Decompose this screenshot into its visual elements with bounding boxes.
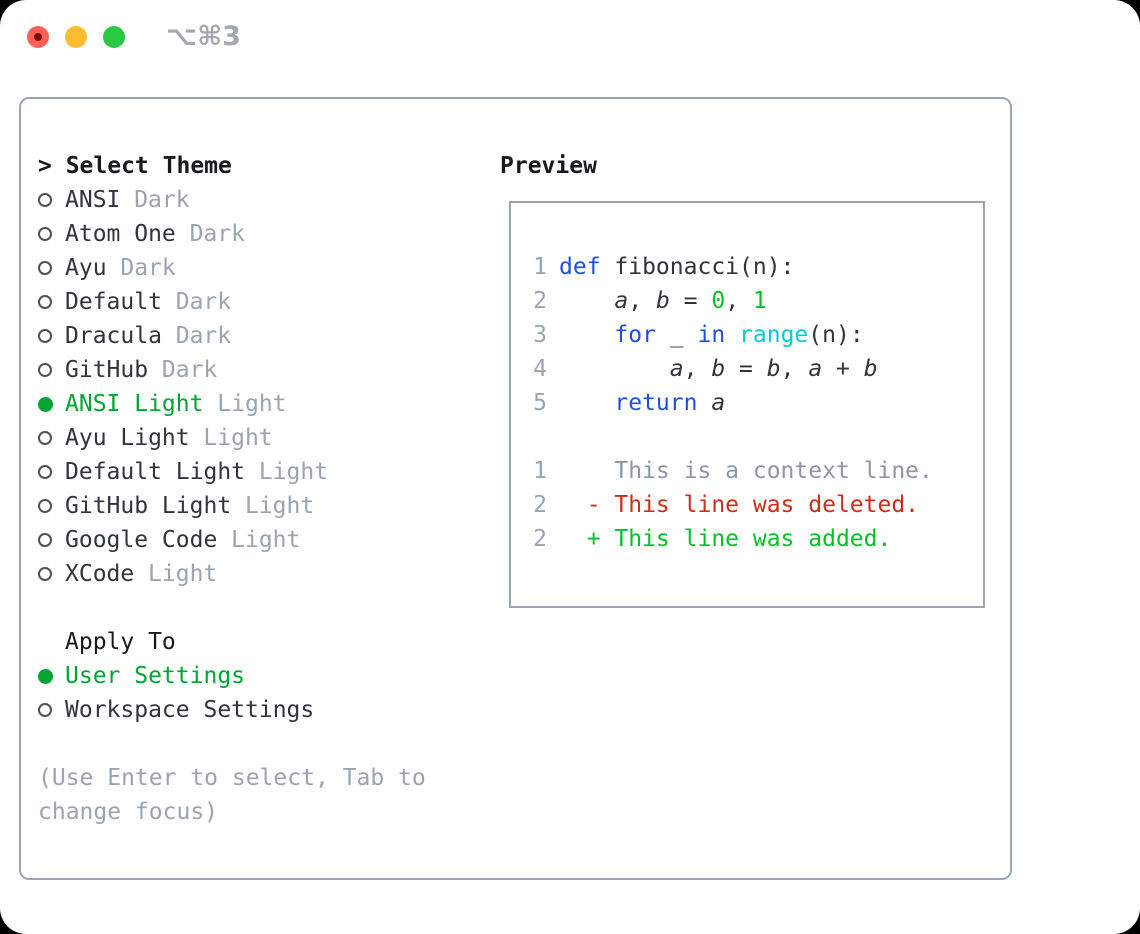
code-text: a, b = 0, 1 <box>614 288 767 314</box>
theme-option-tag: Light <box>231 527 301 553</box>
line-number: 4 <box>533 356 547 382</box>
code-text: for _ in range(n): <box>614 322 864 348</box>
theme-option-tag: Light <box>217 391 287 417</box>
theme-option-label: Dracula <box>65 323 162 349</box>
spacer <box>531 420 983 454</box>
keyboard-hint: (Use Enter to select, Tab to change focu… <box>38 765 426 825</box>
radio-icon <box>38 703 52 717</box>
zoom-button[interactable] <box>103 26 125 48</box>
theme-option-github-light[interactable]: GitHub Light Light <box>38 489 458 523</box>
radio-icon <box>38 567 52 581</box>
theme-option-default-light[interactable]: Default Light Light <box>38 455 458 489</box>
radio-icon <box>38 261 52 275</box>
radio-icon <box>38 533 52 547</box>
code-line: 5 return a <box>531 386 983 420</box>
line-number: 1 <box>533 458 547 484</box>
radio-icon <box>38 363 52 377</box>
radio-icon <box>38 499 52 513</box>
theme-option-tag: Light <box>258 459 329 485</box>
theme-option-label: XCode <box>65 561 135 587</box>
minimize-button[interactable] <box>65 26 87 48</box>
theme-option-label: Ayu <box>65 255 107 281</box>
radio-icon <box>38 227 52 241</box>
radio-icon <box>38 465 52 479</box>
apply-option-label: User Settings <box>65 663 246 689</box>
code-line: 1 def fibonacci(n): <box>531 250 983 284</box>
theme-option-tag: Dark <box>120 255 176 281</box>
apply-to-heading: Apply To <box>65 629 176 655</box>
code-text: def fibonacci(n): <box>559 254 795 280</box>
theme-option-github[interactable]: GitHub Dark <box>38 353 458 387</box>
apply-option-user-settings[interactable]: User Settings <box>38 659 458 693</box>
close-button[interactable] <box>27 26 49 48</box>
theme-option-label: Atom One <box>65 221 176 247</box>
theme-option-google-code[interactable]: Google Code Light <box>38 523 458 557</box>
radio-icon <box>38 329 52 343</box>
radio-selected-icon <box>38 396 53 412</box>
theme-option-tag: Light <box>148 561 218 587</box>
theme-option-dracula[interactable]: Dracula Dark <box>38 319 458 353</box>
code-line: 2 a, b = 0, 1 <box>531 284 983 318</box>
theme-option-ayu[interactable]: Ayu Dark <box>38 251 458 285</box>
theme-option-tag: Dark <box>189 221 245 247</box>
line-number: 1 <box>533 254 547 280</box>
diff-preview: 1 This is a context line.2 - This line w… <box>531 454 983 556</box>
theme-option-tag: Dark <box>161 357 218 383</box>
line-number: 5 <box>533 390 547 416</box>
theme-option-label: Ayu Light <box>65 425 190 451</box>
theme-option-label: Google Code <box>65 527 218 553</box>
line-number: 2 <box>533 288 547 314</box>
diff-text: This is a context line. <box>559 458 933 484</box>
code-text: a, b = b, a + b <box>669 356 878 382</box>
theme-option-tag: Light <box>203 425 273 451</box>
code-text: return a <box>614 390 726 416</box>
theme-option-ansi[interactable]: ANSI Dark <box>38 183 458 217</box>
diff-line-context: 1 This is a context line. <box>531 454 983 488</box>
theme-option-atom-one[interactable]: Atom One Dark <box>38 217 458 251</box>
apply-option-label: Workspace Settings <box>65 697 315 723</box>
diff-line-deleted: 2 - This line was deleted. <box>531 488 983 522</box>
radio-selected-icon <box>38 668 53 684</box>
theme-option-tag: Dark <box>175 323 232 349</box>
line-number: 2 <box>533 492 547 518</box>
theme-option-label: Default Light <box>65 459 246 485</box>
close-button-focus-dot <box>34 33 42 41</box>
theme-option-label: ANSI Light <box>65 391 204 417</box>
theme-option-tag: Light <box>244 493 315 519</box>
radio-icon <box>38 431 52 445</box>
theme-option-label: ANSI <box>65 187 121 213</box>
line-number: 3 <box>533 322 547 348</box>
spacer <box>38 591 458 625</box>
theme-option-label: Default <box>65 289 162 315</box>
theme-option-xcode[interactable]: XCode Light <box>38 557 458 591</box>
theme-option-label: GitHub <box>65 357 149 383</box>
theme-option-label: GitHub Light <box>65 493 232 519</box>
window-title: ⌥⌘3 <box>166 21 241 52</box>
spacer <box>38 727 458 761</box>
theme-option-ansi-light[interactable]: ANSI Light Light <box>38 387 458 421</box>
preview-heading: Preview <box>500 153 597 179</box>
code-line: 4 a, b = b, a + b <box>531 352 983 386</box>
select-theme-heading: > Select Theme <box>38 153 232 179</box>
theme-option-tag: Dark <box>175 289 232 315</box>
code-line: 3 for _ in range(n): <box>531 318 983 352</box>
diff-line-added: 2 + This line was added. <box>531 522 983 556</box>
radio-icon <box>38 193 52 207</box>
diff-text: + This line was added. <box>559 526 892 552</box>
theme-option-default[interactable]: Default Dark <box>38 285 458 319</box>
diff-text: - This line was deleted. <box>559 492 920 518</box>
theme-option-tag: Dark <box>134 187 190 213</box>
radio-icon <box>38 295 52 309</box>
theme-option-ayu-light[interactable]: Ayu Light Light <box>38 421 458 455</box>
apply-option-workspace-settings[interactable]: Workspace Settings <box>38 693 458 727</box>
line-number: 2 <box>533 526 547 552</box>
